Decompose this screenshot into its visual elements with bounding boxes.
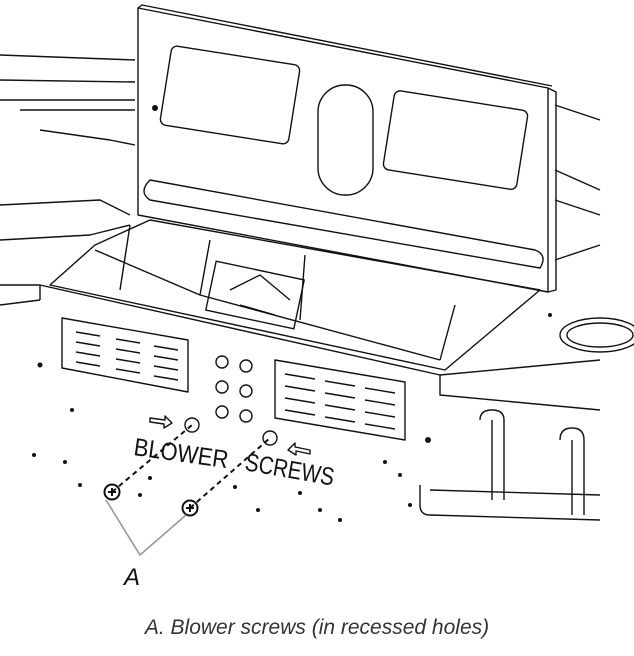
blower-screw-hole-left [184, 417, 200, 433]
screw-icon [103, 483, 121, 501]
blower-housing [49, 219, 541, 371]
right-rail [419, 409, 601, 521]
callout-label: A [122, 564, 140, 591]
callout-leader [105, 499, 187, 556]
screw-icon [181, 499, 199, 517]
blower-label: BLOWER [132, 433, 230, 474]
rear-surface [0, 54, 601, 261]
left-vent [61, 317, 189, 393]
arrow-left-icon [287, 442, 311, 456]
screws-label: SCREWS [243, 448, 336, 491]
blower-screw-hole-right [262, 430, 278, 446]
figure-caption: A. Blower screws (in recessed holes) [144, 616, 490, 639]
panel-holes [215, 355, 253, 423]
blower-diagram: BLOWER SCREWS A [0, 4, 634, 591]
right-cutout [559, 317, 634, 353]
front-panel [0, 284, 601, 411]
surface-dots [32, 105, 552, 522]
arrow-right-icon [149, 415, 173, 429]
tilted-panel [137, 4, 557, 293]
right-vent [274, 359, 406, 441]
